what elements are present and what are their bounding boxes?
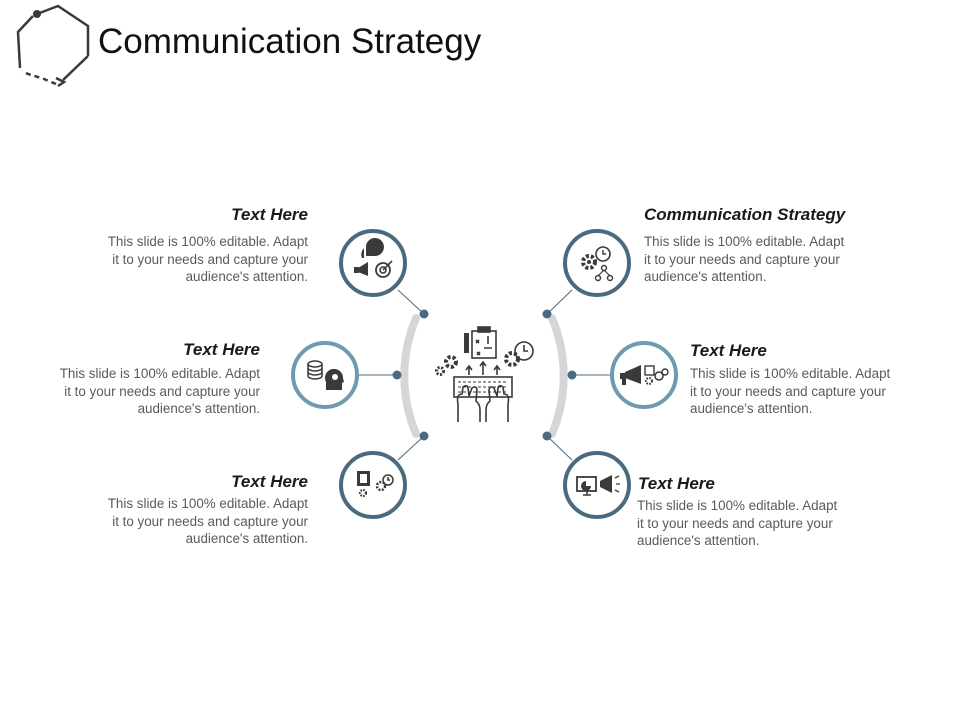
text-line: audience's attention. bbox=[644, 269, 767, 284]
left-arc bbox=[400, 314, 420, 438]
text-bottom-right: This slide is 100% editable. Adapt it to… bbox=[637, 497, 837, 550]
heading-bottom-left: Text Here bbox=[231, 472, 308, 491]
text-mid-right: This slide is 100% editable. Adapt it to… bbox=[690, 365, 890, 418]
gear-clock-network-icon bbox=[581, 246, 614, 282]
dot-top-right bbox=[542, 309, 552, 319]
clipboard-gears-clock-icon bbox=[357, 471, 394, 498]
text-bottom-left: This slide is 100% editable. Adapt it to… bbox=[108, 495, 308, 548]
heading-bottom-right: Text Here bbox=[638, 474, 715, 493]
text-top-left: This slide is 100% editable. Adapt it to… bbox=[108, 233, 308, 286]
hands-keyboard-strategy-icon bbox=[435, 326, 534, 422]
ring-mid-left bbox=[291, 341, 359, 409]
ring-bottom-left bbox=[339, 451, 407, 519]
coins-head-gear-icon bbox=[307, 360, 344, 390]
text-line: it to your needs and capture your bbox=[112, 513, 308, 529]
dot-top-left bbox=[419, 309, 429, 319]
heading-top-right: Communication Strategy bbox=[644, 205, 846, 224]
text-line: it to your needs and capture your bbox=[690, 383, 886, 399]
connector-top-left bbox=[397, 289, 425, 315]
connector-bottom-right bbox=[546, 435, 573, 461]
dot-bottom-right bbox=[542, 431, 552, 441]
text-line: it to your needs and capture your bbox=[644, 251, 840, 267]
megaphone-gears-icon bbox=[620, 365, 669, 385]
ring-bottom-right bbox=[563, 451, 631, 519]
text-line: audience's attention. bbox=[690, 401, 813, 416]
hexagon-logo-icon bbox=[16, 4, 90, 88]
connectors bbox=[358, 289, 611, 461]
text-top-right: This slide is 100% editable. Adapt it to… bbox=[644, 233, 844, 286]
megaphone-pie-target-icon bbox=[354, 238, 393, 278]
text-line: audience's attention. bbox=[637, 533, 760, 548]
arc-dots bbox=[392, 309, 577, 441]
text-line: audience's attention. bbox=[185, 531, 308, 546]
dot-bottom-left bbox=[419, 431, 429, 441]
text-line: This slide is 100% editable. Adapt bbox=[690, 366, 891, 381]
monitor-megaphone-icon bbox=[576, 475, 620, 496]
text-line: it to your needs and capture your bbox=[64, 383, 260, 399]
text-line: audience's attention. bbox=[185, 269, 308, 284]
ring-top-right bbox=[563, 229, 631, 297]
ring-mid-right bbox=[610, 341, 678, 409]
dot-mid-right bbox=[567, 370, 577, 380]
text-line: it to your needs and capture your bbox=[637, 515, 833, 531]
heading-top-left: Text Here bbox=[231, 205, 308, 224]
text-line: This slide is 100% editable. Adapt bbox=[59, 366, 260, 381]
text-line: This slide is 100% editable. Adapt bbox=[637, 498, 838, 513]
connector-top-right bbox=[546, 289, 573, 315]
text-line: This slide is 100% editable. Adapt bbox=[644, 234, 845, 249]
ring-top-left bbox=[339, 229, 407, 297]
heading-mid-right: Text Here bbox=[690, 341, 767, 360]
slide-title: Communication Strategy bbox=[98, 22, 482, 61]
text-line: This slide is 100% editable. Adapt bbox=[107, 234, 308, 249]
heading-mid-left: Text Here bbox=[183, 340, 260, 359]
right-arc bbox=[548, 314, 568, 438]
text-mid-left: This slide is 100% editable. Adapt it to… bbox=[60, 365, 260, 418]
text-line: it to your needs and capture your bbox=[112, 251, 308, 267]
text-line: This slide is 100% editable. Adapt bbox=[107, 496, 308, 511]
dot-mid-left bbox=[392, 370, 402, 380]
text-line: audience's attention. bbox=[137, 401, 260, 416]
connector-bottom-left bbox=[397, 435, 425, 461]
